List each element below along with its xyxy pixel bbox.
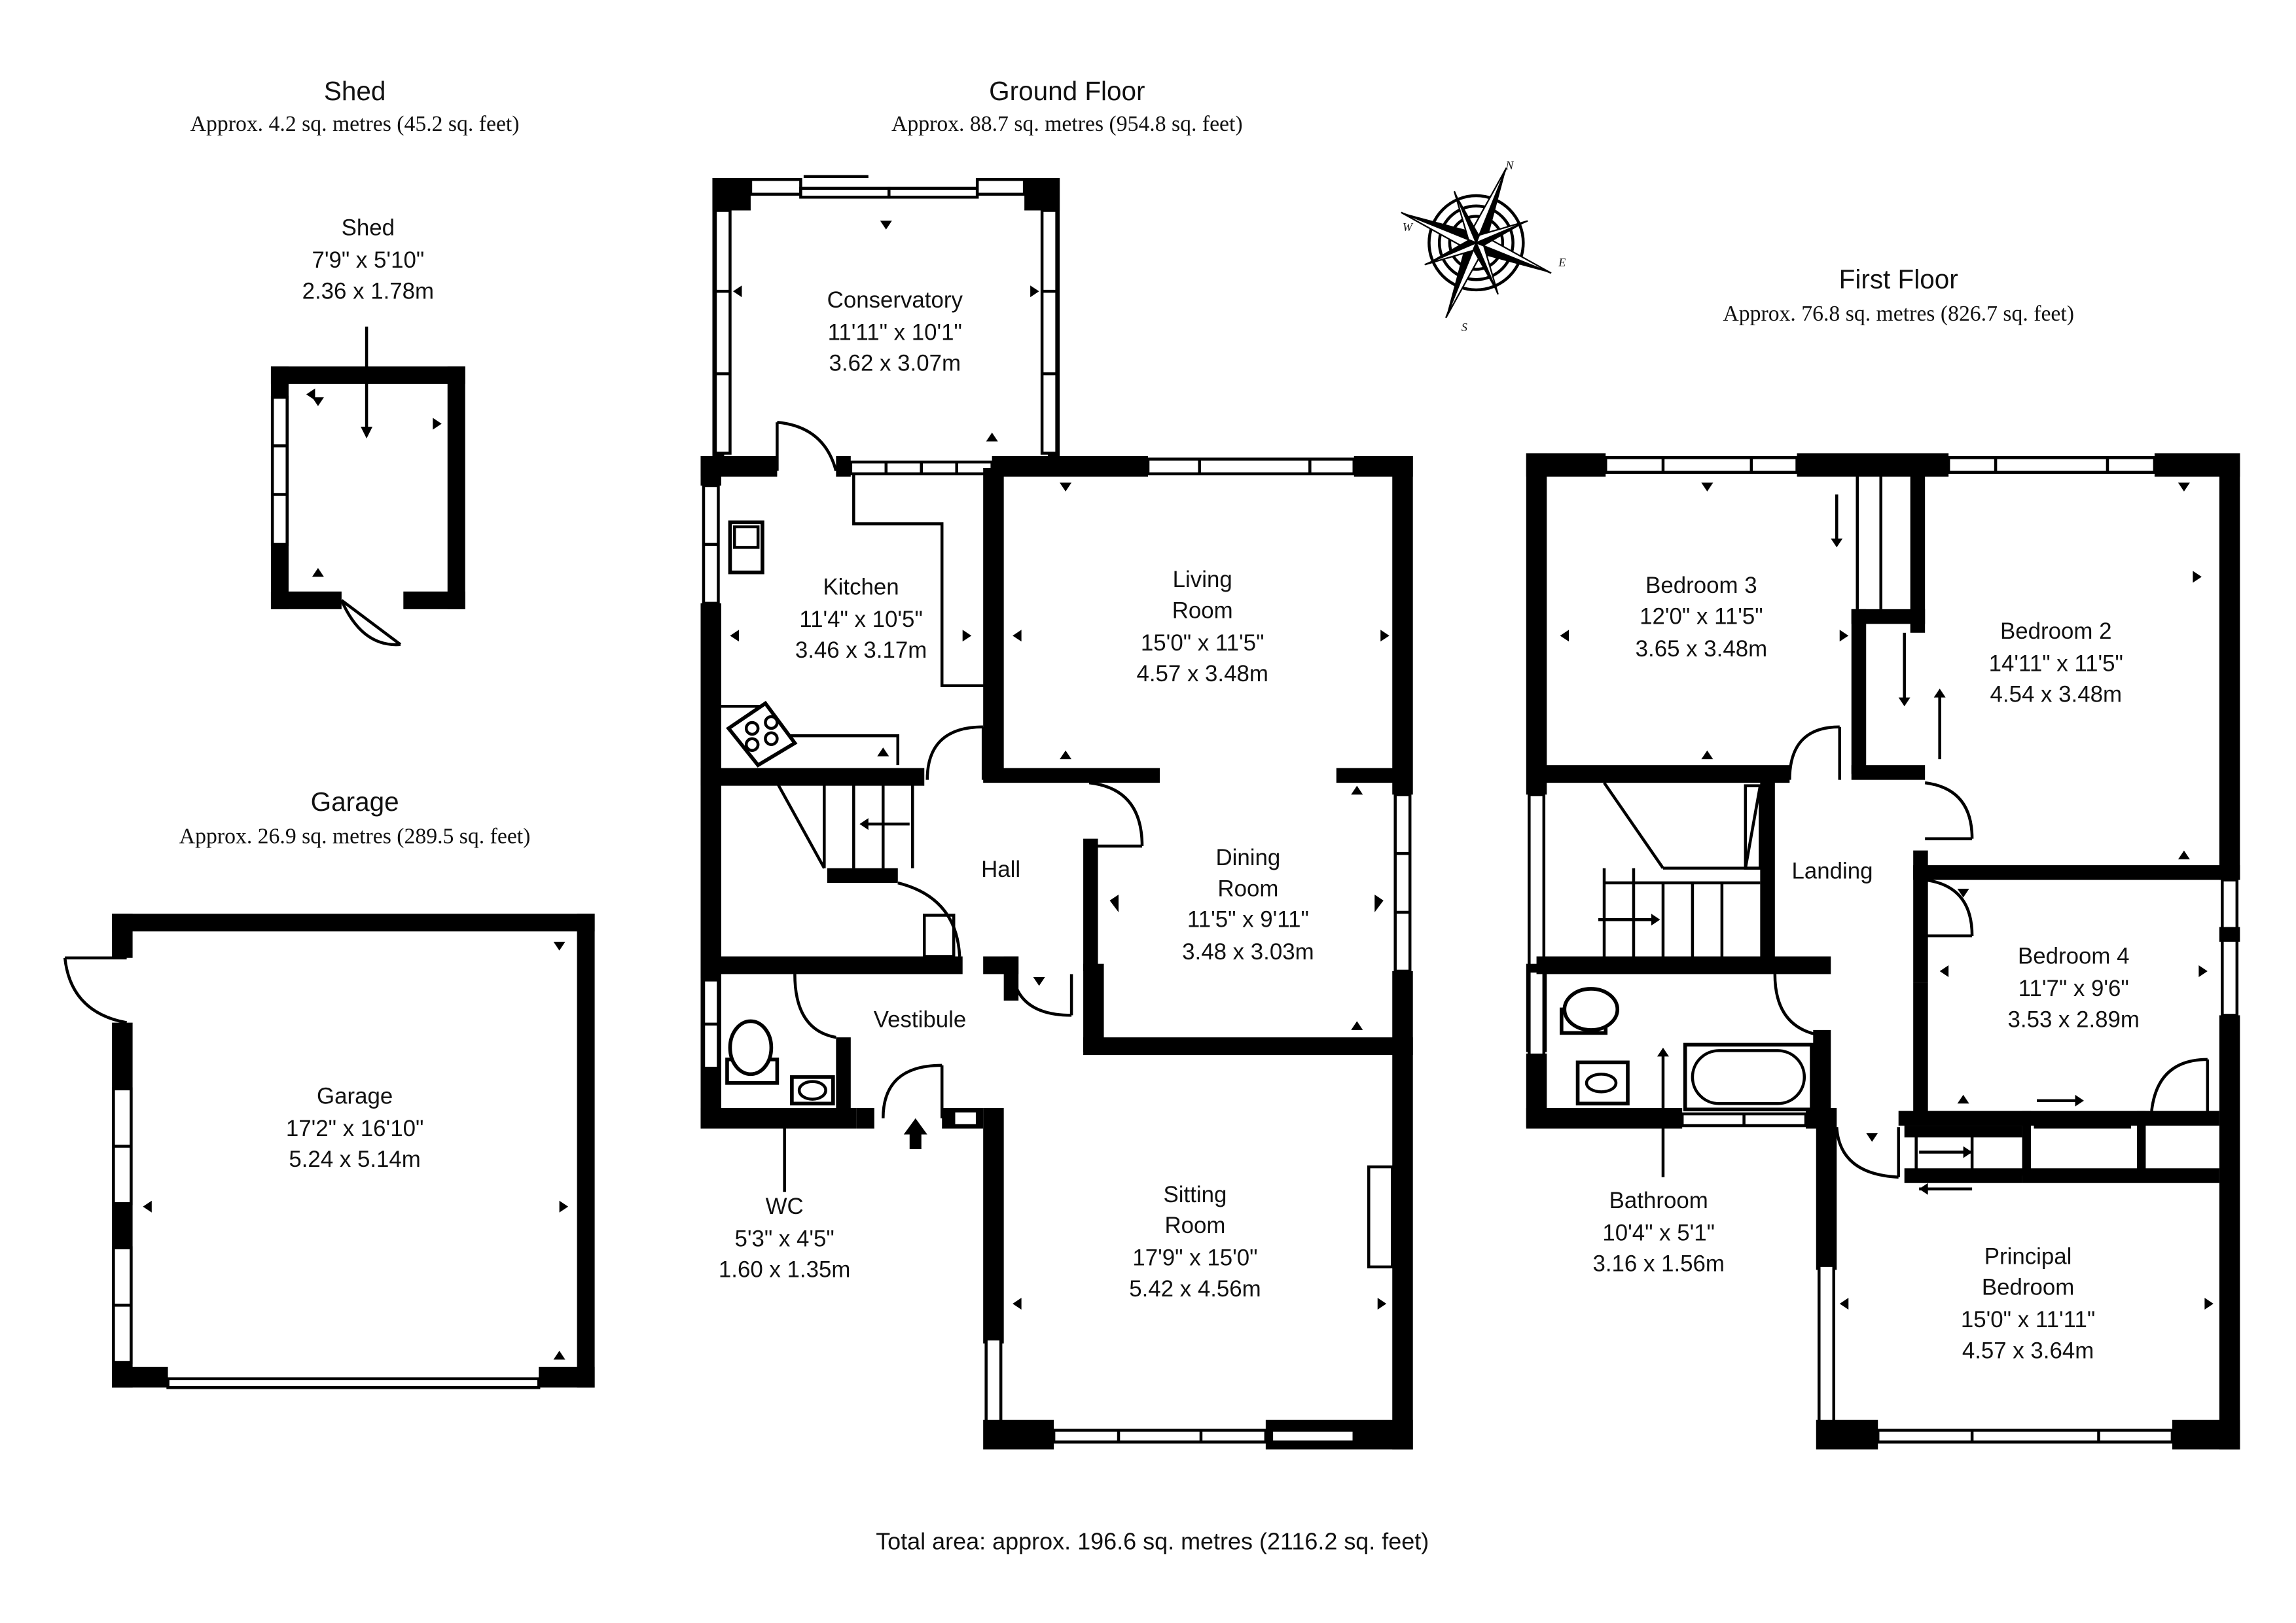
ground-floor-area: Approx. 88.7 sq. metres (954.8 sq. feet) [891, 112, 1243, 136]
sitting-room-imperial: 17'9" x 15'0" [1132, 1245, 1257, 1271]
first-floor-heading: First Floor Approx. 76.8 sq. metres (826… [1723, 264, 2074, 326]
landing-name: Landing [1792, 858, 1873, 883]
living-room-imperial: 15'0" x 11'5" [1141, 630, 1265, 656]
dining-room-name-1: Dining [1216, 845, 1281, 870]
dining-room-metric: 3.48 x 3.03m [1182, 939, 1314, 965]
sitting-room-name-2: Room [1164, 1213, 1225, 1238]
bedroom-4-imperial: 11'7" x 9'6" [2018, 976, 2129, 1001]
ground-floor-title: Ground Floor [989, 76, 1145, 106]
shed-area: Approx. 4.2 sq. metres (45.2 sq. feet) [190, 112, 520, 136]
garage-area: Approx. 26.9 sq. metres (289.5 sq. feet) [179, 824, 531, 848]
principal-bedroom-name-1: Principal [1984, 1243, 2072, 1269]
bedroom-2-name: Bedroom 2 [2000, 618, 2111, 644]
living-room-metric: 4.57 x 3.48m [1136, 661, 1268, 687]
first-floor-title: First Floor [1839, 264, 1958, 294]
compass-s: S [1462, 321, 1467, 334]
compass-n: N [1505, 159, 1514, 172]
garage-heading: Garage Approx. 26.9 sq. metres (289.5 sq… [179, 787, 531, 848]
bedroom-4-name: Bedroom 4 [2018, 944, 2129, 969]
shed-metric: 2.36 x 1.78m [302, 278, 434, 304]
bathroom-metric: 3.16 x 1.56m [1592, 1251, 1724, 1277]
wc-metric: 1.60 x 1.35m [719, 1257, 850, 1283]
bedroom-3-metric: 3.65 x 3.48m [1636, 636, 1767, 662]
garage-name: Garage [317, 1083, 393, 1109]
bedroom-2-imperial: 14'11" x 11'5" [1989, 651, 2123, 676]
principal-bedroom-metric: 4.57 x 3.64m [1962, 1338, 2094, 1363]
shed-imperial: 7'9" x 5'10" [312, 247, 424, 273]
bathroom-name: Bathroom [1609, 1188, 1708, 1213]
conservatory-metric: 3.62 x 3.07m [829, 351, 961, 376]
conservatory-name: Conservatory [827, 287, 963, 313]
ground-floor-plan: Conservatory 11'11" x 10'1" 3.62 x 3.07m… [700, 175, 1413, 1450]
garage-imperial: 17'2" x 16'10" [286, 1116, 423, 1141]
principal-bedroom-imperial: 15'0" x 11'11" [1961, 1307, 2095, 1332]
living-room-name-2: Room [1172, 597, 1233, 623]
shed-heading: Shed Approx. 4.2 sq. metres (45.2 sq. fe… [190, 76, 520, 136]
shed-plan: Shed 7'9" x 5'10" 2.36 x 1.78m [270, 215, 465, 647]
shed-title: Shed [324, 76, 386, 106]
kitchen-metric: 3.46 x 3.17m [795, 637, 927, 663]
compass-rose-icon: N E S W [1401, 159, 1566, 334]
kitchen-name: Kitchen [823, 574, 899, 599]
bedroom-3-imperial: 12'0" x 11'5" [1640, 603, 1763, 629]
principal-bedroom-name-2: Bedroom [1982, 1275, 2074, 1300]
first-floor-plan: Bedroom 3 12'0" x 11'5" 3.65 x 3.48m Bed… [1526, 453, 2240, 1450]
bathroom-imperial: 10'4" x 5'1" [1602, 1220, 1715, 1245]
dining-room-imperial: 11'5" x 9'11" [1187, 907, 1309, 933]
kitchen-imperial: 11'4" x 10'5" [799, 607, 923, 632]
garage-plan: Garage 17'2" x 16'10" 5.24 x 5.14m [63, 914, 595, 1389]
vestibule-name: Vestibule [874, 1007, 966, 1032]
bedroom-3-name: Bedroom 3 [1645, 573, 1757, 598]
compass-w: W [1403, 221, 1414, 234]
bedroom-4-metric: 3.53 x 2.89m [2008, 1007, 2140, 1032]
wc-name: WC [766, 1194, 804, 1219]
compass-e: E [1558, 256, 1566, 269]
sitting-room-metric: 5.42 x 4.56m [1129, 1276, 1261, 1302]
total-area: Total area: approx. 196.6 sq. metres (21… [876, 1528, 1429, 1555]
bedroom-2-metric: 4.54 x 3.48m [1990, 681, 2122, 707]
garage-metric: 5.24 x 5.14m [289, 1147, 420, 1172]
sitting-room-name-1: Sitting [1164, 1182, 1227, 1207]
conservatory-imperial: 11'11" x 10'1" [828, 319, 962, 345]
living-room-name-1: Living [1173, 567, 1232, 592]
wc-imperial: 5'3" x 4'5" [734, 1226, 834, 1251]
dining-room-name-2: Room [1217, 876, 1278, 901]
shed-name: Shed [342, 215, 395, 241]
hall-name: Hall [981, 857, 1020, 882]
ground-floor-heading: Ground Floor Approx. 88.7 sq. metres (95… [891, 76, 1243, 136]
garage-title: Garage [311, 787, 399, 817]
first-floor-area: Approx. 76.8 sq. metres (826.7 sq. feet) [1723, 302, 2074, 326]
